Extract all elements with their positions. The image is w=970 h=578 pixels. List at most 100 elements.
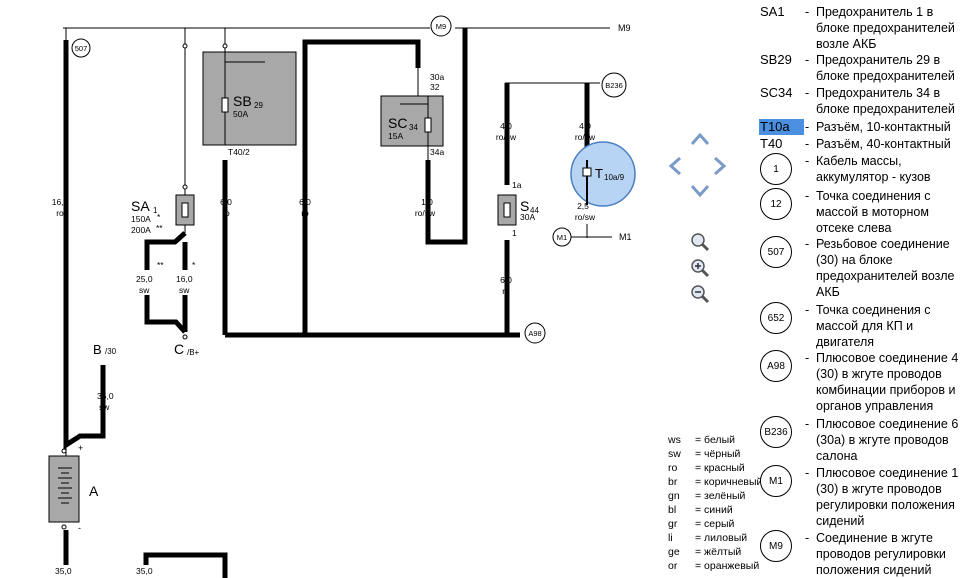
color-code-row: bl= синий	[668, 503, 762, 517]
w1-gauge: 16,0	[52, 197, 69, 207]
t10a-label: T	[595, 166, 603, 181]
connection-symbol-icon: M9	[760, 530, 792, 562]
node-m9-label: M9	[436, 22, 446, 31]
w5-color: ro/sw	[496, 132, 517, 142]
node-m1-label: M1	[557, 233, 567, 242]
sc34-sub: 34	[409, 123, 418, 132]
w6-color: ro	[502, 286, 510, 296]
sa1-label: SA	[131, 198, 150, 214]
wire-battery-feed	[63, 410, 106, 450]
connector-t10a-pin	[582, 167, 592, 177]
color-code-row: ro = красный	[668, 461, 762, 475]
node-a98[interactable]	[524, 322, 546, 344]
color-code-row: ge= жёлтый	[668, 545, 762, 559]
legend-text: Соединение в жгуте проводов регулировки …	[816, 531, 946, 577]
w8-gauge: 2,5	[577, 201, 589, 211]
node-m1[interactable]	[552, 227, 572, 247]
w7-color: ro/sw	[575, 132, 596, 142]
w13-gauge: 35,0	[136, 566, 153, 576]
sb29-pin: T40/2	[228, 147, 250, 157]
battery-label: A	[89, 483, 99, 499]
sb29-rating: 50A	[233, 109, 248, 119]
connector-t10a-highlight[interactable]	[570, 141, 636, 207]
battery-a[interactable]	[48, 455, 80, 523]
sb29-sub: 29	[254, 101, 263, 110]
node-a98-label: A98	[528, 329, 541, 338]
color-code-row: li= лиловый	[668, 531, 762, 545]
sa1-mark-1: *	[157, 212, 161, 222]
sa1-sub: 1	[153, 206, 158, 215]
color-name: = оранжевый	[695, 560, 760, 572]
w1-color: ro	[56, 208, 64, 218]
w8-color: ro/sw	[575, 212, 596, 222]
color-name: = красный	[695, 462, 745, 474]
b-label: B	[93, 342, 102, 357]
ground-symbol-icon: 1	[760, 153, 792, 185]
color-name: = жёлтый	[695, 546, 742, 558]
arrow-down-icon[interactable]	[690, 184, 710, 198]
zoom-in-icon[interactable]	[690, 258, 710, 278]
color-code-row: gr= серый	[668, 517, 762, 531]
w2-gauge: 6,0	[220, 197, 232, 207]
s44-rating: 30A	[520, 212, 535, 222]
legend-panel: SA1 - Предохранитель 1 в блоке предохран…	[756, 0, 970, 578]
wire-bottom-35	[143, 552, 228, 578]
wire-25-sw-low	[144, 295, 187, 334]
arrow-right-icon[interactable]	[713, 156, 727, 176]
b-sub: /30	[105, 347, 117, 356]
color-name: = лиловый	[695, 532, 748, 544]
zoom-fit-icon[interactable]	[690, 232, 710, 252]
color-name: = белый	[695, 434, 735, 446]
legend-text: Плюсовое соединение 6 (30a) в жгуте пров…	[816, 417, 959, 463]
s44-label: S	[520, 198, 529, 214]
sb29-label: SB	[233, 93, 252, 109]
battery-symbol	[58, 467, 72, 504]
w10-gauge: 16,0	[176, 274, 193, 284]
color-code-row: sw= чёрный	[668, 447, 762, 461]
w10-mark: *	[192, 260, 196, 270]
m1-line-label: M1	[619, 232, 632, 242]
node-507-label: 507	[75, 44, 88, 53]
legend-text: Предохранитель 1 в блоке предохранителей…	[816, 5, 955, 51]
color-code: sw	[668, 448, 681, 460]
legend-text: Резьбовое соединение (30) на блоке предо…	[816, 237, 955, 299]
sc34-pin-in: 30a	[430, 72, 444, 82]
arrow-left-icon[interactable]	[668, 156, 682, 176]
w4-color: ro/sw	[415, 208, 436, 218]
arrow-up-icon[interactable]	[690, 132, 710, 146]
zoom-out-icon[interactable]	[690, 284, 710, 304]
w9-color: sw	[139, 285, 150, 295]
w5-gauge: 4,0	[500, 121, 512, 131]
legend-text: Точка соединения с массой в моторном отс…	[816, 189, 931, 235]
node-m9[interactable]	[430, 15, 452, 37]
m9-line-label: M9	[618, 23, 631, 33]
w9-gauge: 25,0	[136, 274, 153, 284]
connection-symbol-icon: A98	[760, 350, 792, 382]
w3-gauge: 6,0	[299, 197, 311, 207]
legend-key: SB29	[760, 52, 792, 67]
w10-color: sw	[179, 285, 190, 295]
color-code: gr	[668, 518, 678, 530]
node-507[interactable]	[71, 38, 91, 58]
legend-key: T40	[760, 136, 783, 151]
node-b236[interactable]	[601, 72, 627, 98]
w3-color: ro	[301, 208, 309, 218]
fuse-box-sb29[interactable]	[202, 51, 297, 146]
color-code: or	[668, 560, 678, 572]
w12-gauge: 35,0	[55, 566, 72, 576]
w6-gauge: 6,0	[500, 275, 512, 285]
sc34-label: SC	[388, 115, 407, 131]
legend-key-selected: T10a	[759, 119, 804, 135]
w2-color: ro	[222, 208, 230, 218]
wiring-diagram[interactable]: M9 507 16,0 ro B /30 35,0 sw + - A 35,0 …	[0, 0, 756, 578]
legend-text: Точка соединения с массой для КП и двига…	[816, 303, 931, 349]
color-name: = синий	[695, 504, 733, 516]
w9-mark: **	[157, 260, 164, 270]
legend-text: Предохранитель 34 в блоке предохранителе…	[816, 86, 955, 116]
s44-sub: 44	[530, 206, 539, 215]
w11-color: sw	[99, 402, 110, 412]
color-code-row: gn= зелёный	[668, 489, 762, 503]
legend-key: SC34	[760, 85, 793, 100]
sc34-rating: 15A	[388, 131, 403, 141]
color-code: ro	[668, 462, 678, 474]
